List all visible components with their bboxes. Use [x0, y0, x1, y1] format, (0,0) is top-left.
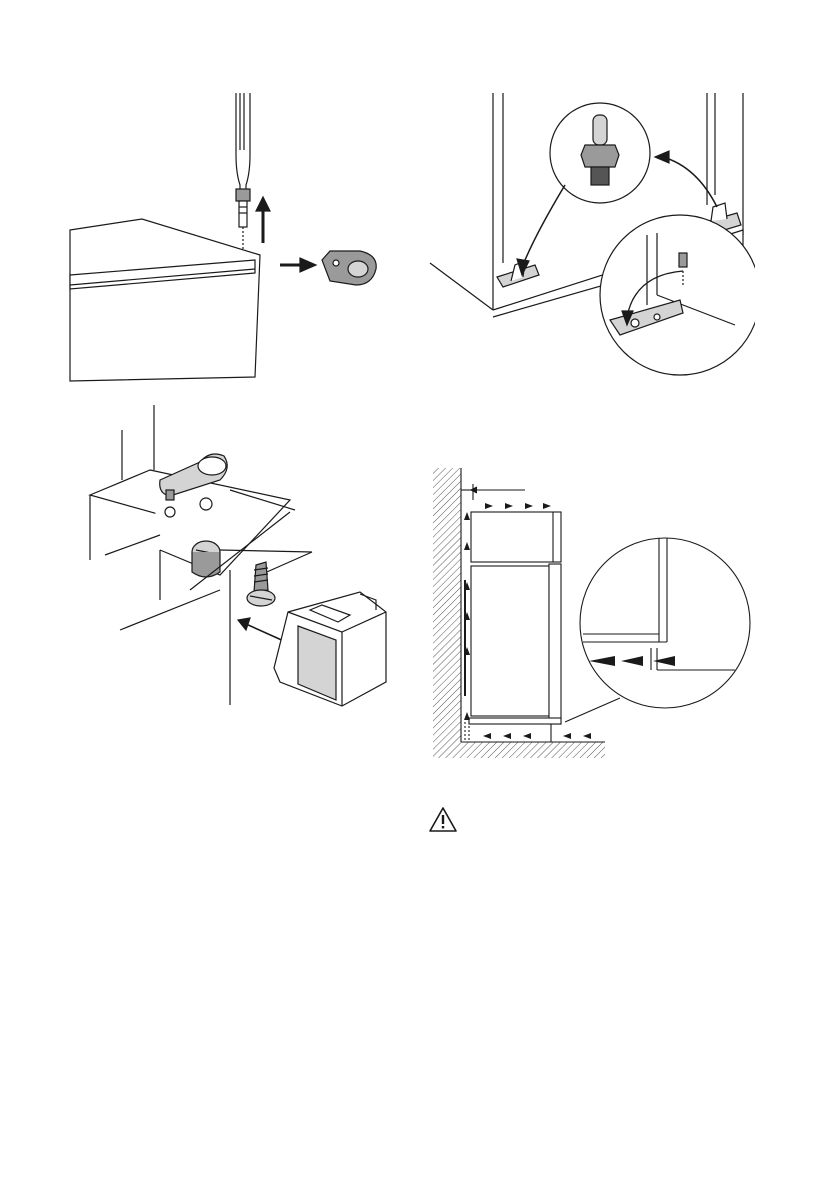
hinge-bracket-assembly-illustration	[60, 400, 410, 715]
small-hinge-pin	[679, 253, 687, 267]
arrow-left-icon	[238, 618, 250, 630]
plinth	[469, 718, 561, 724]
detail-circle-airflow	[580, 538, 750, 708]
wall-hatch	[433, 468, 461, 758]
fig-remove-hinge-cover	[60, 85, 390, 390]
detail-circle-bracket	[600, 215, 755, 375]
hinge-nut	[581, 145, 619, 167]
fig-bottom-hinge-transfer	[425, 85, 755, 385]
arrow-right-icon	[300, 258, 316, 272]
fig-hinge-bracket-assembly	[60, 400, 410, 715]
airflow-clearance-illustration	[425, 460, 765, 765]
appliance-door-top	[70, 219, 260, 381]
warning-triangle-icon	[428, 806, 458, 834]
upper-cabinet	[471, 512, 561, 562]
arrow-up-icon	[256, 197, 270, 211]
wood-screw	[254, 562, 268, 592]
screwdriver-ferrule	[236, 189, 250, 201]
screwdriver-tip	[239, 201, 247, 227]
hinge-pin	[593, 115, 607, 145]
floor-hatch	[461, 742, 605, 758]
appliance-door	[549, 564, 561, 724]
screwdriver-handle	[236, 93, 250, 193]
fig-ventilation-airflow	[425, 460, 765, 765]
remove-hinge-cover-illustration	[60, 85, 390, 390]
appliance-body	[471, 566, 549, 716]
hinge-pin-transfer-illustration	[425, 85, 755, 385]
arrow-curved-left-icon	[655, 151, 669, 163]
